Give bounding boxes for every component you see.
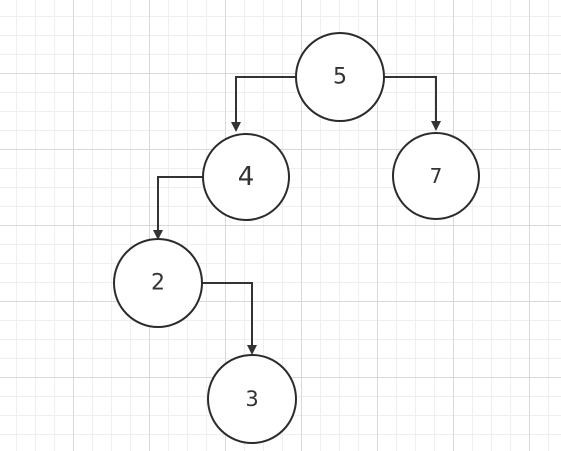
node-label: 2 bbox=[151, 271, 165, 296]
node-label: 7 bbox=[430, 164, 443, 188]
tree-node-2[interactable]: 2 bbox=[113, 238, 203, 328]
node-label: 5 bbox=[333, 65, 347, 90]
tree-node-3[interactable]: 3 bbox=[207, 354, 297, 444]
tree-node-4[interactable]: 4 bbox=[202, 133, 290, 221]
node-label: 3 bbox=[245, 387, 258, 411]
edge-5-to-4 bbox=[231, 76, 296, 132]
tree-node-7[interactable]: 7 bbox=[392, 132, 480, 220]
node-label: 4 bbox=[238, 162, 255, 192]
edge-4-to-2 bbox=[153, 176, 203, 240]
tree-node-5[interactable]: 5 bbox=[295, 32, 385, 122]
edge-2-to-3 bbox=[202, 282, 257, 355]
edge-5-to-7 bbox=[384, 76, 441, 131]
